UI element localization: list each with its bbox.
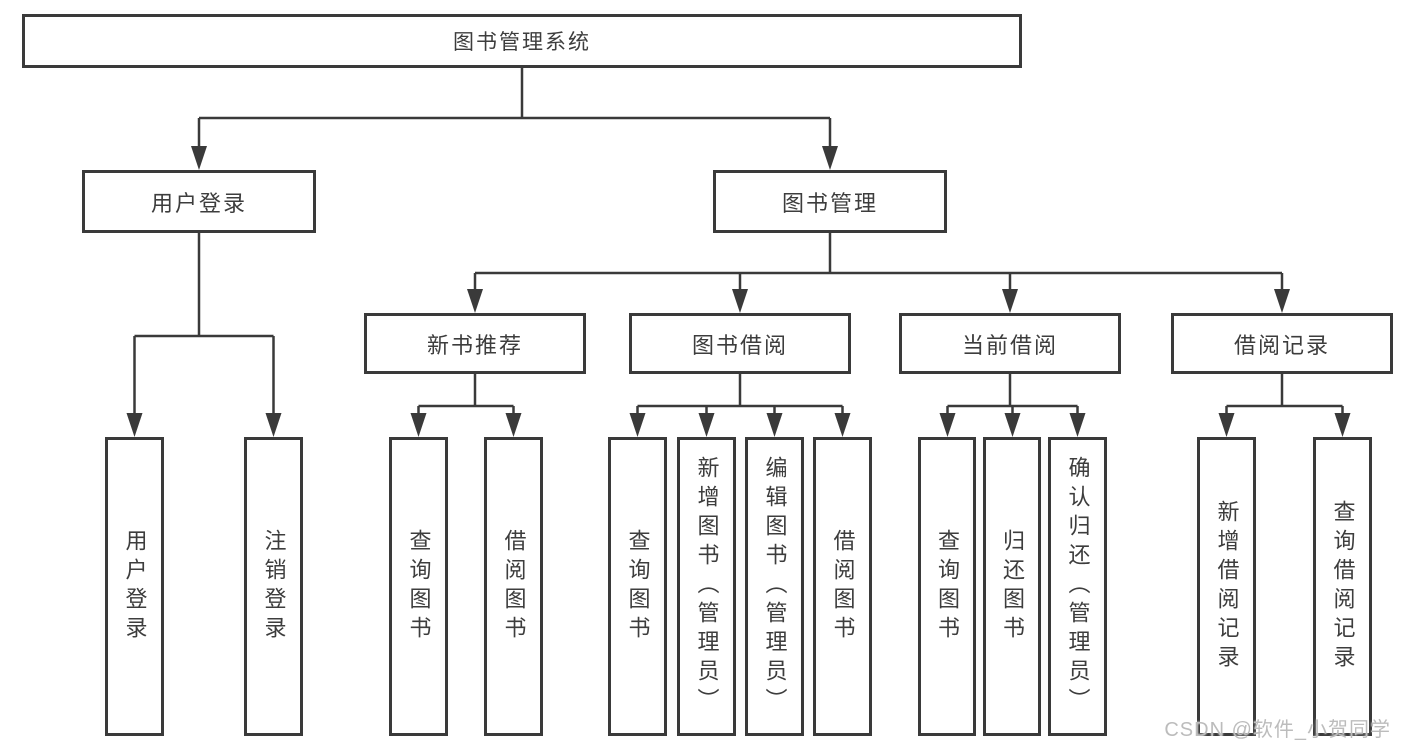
leaf-confirm-return-admin: 确认归还（管理员） xyxy=(1048,437,1107,736)
arrow-down-icon xyxy=(265,413,282,437)
arrow-down-icon xyxy=(505,413,522,437)
node-label: 新增借阅记录 xyxy=(1214,499,1240,674)
node-label: 注销登录 xyxy=(261,528,287,645)
arrow-down-icon xyxy=(1004,413,1021,437)
arrow-down-icon xyxy=(822,146,838,170)
node-library-management-system: 图书管理系统 xyxy=(22,14,1022,68)
arrow-down-icon xyxy=(766,413,783,437)
node-current-borrow: 当前借阅 xyxy=(899,313,1121,374)
leaf-return-books: 归还图书 xyxy=(983,437,1041,736)
arrow-down-icon xyxy=(732,289,748,313)
arrow-down-icon xyxy=(629,413,646,437)
leaf-edit-books-admin: 编辑图书（管理员） xyxy=(745,437,804,736)
arrow-down-icon xyxy=(834,413,851,437)
arrow-down-icon xyxy=(1002,289,1018,313)
node-label: 新增图书（管理员） xyxy=(694,456,720,717)
arrow-down-icon xyxy=(126,413,143,437)
connector-book-borrow-to-leaves xyxy=(636,373,844,415)
node-new-book-recommend: 新书推荐 xyxy=(364,313,586,374)
node-user-login: 用户登录 xyxy=(82,170,316,233)
connector-new-books-to-leaves xyxy=(417,373,515,415)
leaf-query-books: 查询图书 xyxy=(389,437,448,736)
arrow-down-icon xyxy=(1334,413,1351,437)
leaf-borrow-books: 借阅图书 xyxy=(813,437,872,736)
arrow-down-icon xyxy=(1218,413,1235,437)
node-book-management: 图书管理 xyxy=(713,170,947,233)
leaf-logout: 注销登录 xyxy=(244,437,303,736)
leaf-add-borrow-record: 新增借阅记录 xyxy=(1197,437,1256,736)
node-borrow-records: 借阅记录 xyxy=(1171,313,1393,374)
node-label: 图书借阅 xyxy=(691,332,788,358)
connector-borrow-records-to-leaves xyxy=(1225,373,1344,415)
arrow-down-icon xyxy=(467,289,483,313)
arrow-down-icon xyxy=(410,413,427,437)
arrow-down-icon xyxy=(1274,289,1290,313)
node-label: 当前借阅 xyxy=(961,332,1058,358)
leaf-query-books: 查询图书 xyxy=(918,437,976,736)
leaf-add-books-admin: 新增图书（管理员） xyxy=(677,437,736,736)
arrow-down-icon xyxy=(698,413,715,437)
csdn-watermark: CSDN @软件_小贺同学 xyxy=(1164,719,1391,741)
node-book-borrow: 图书借阅 xyxy=(629,313,851,374)
node-label: 查询图书 xyxy=(935,528,960,645)
leaf-user-login: 用户登录 xyxy=(105,437,164,736)
node-label: 图书管理系统 xyxy=(453,31,591,54)
node-label: 归还图书 xyxy=(1000,528,1025,645)
node-label: 用户登录 xyxy=(150,190,247,216)
arrow-down-icon xyxy=(939,413,956,437)
connector-root-to-level2 xyxy=(197,67,832,148)
connector-book-mgmt-to-level3 xyxy=(473,232,1284,291)
arrow-down-icon xyxy=(1069,413,1086,437)
connector-lines xyxy=(133,67,1344,415)
arrow-down-icon xyxy=(191,146,207,170)
leaf-query-books: 查询图书 xyxy=(608,437,667,736)
node-label: 用户登录 xyxy=(122,528,148,645)
leaf-query-borrow-record: 查询借阅记录 xyxy=(1313,437,1372,736)
connector-current-borrow-to-leaves xyxy=(946,373,1079,415)
node-label: 查询借阅记录 xyxy=(1330,499,1356,674)
node-label: 借阅记录 xyxy=(1233,332,1330,358)
node-label: 编辑图书（管理员） xyxy=(762,456,788,717)
node-label: 借阅图书 xyxy=(830,528,856,645)
node-label: 新书推荐 xyxy=(426,332,523,358)
node-label: 确认归还（管理员） xyxy=(1065,456,1091,717)
node-label: 查询图书 xyxy=(406,528,432,645)
node-label: 借阅图书 xyxy=(501,528,527,645)
node-label: 查询图书 xyxy=(625,528,651,645)
node-label: 图书管理 xyxy=(781,190,878,216)
arrowheads xyxy=(126,146,1351,437)
leaf-borrow-books: 借阅图书 xyxy=(484,437,543,736)
connector-user-login-to-leaves xyxy=(133,232,275,415)
